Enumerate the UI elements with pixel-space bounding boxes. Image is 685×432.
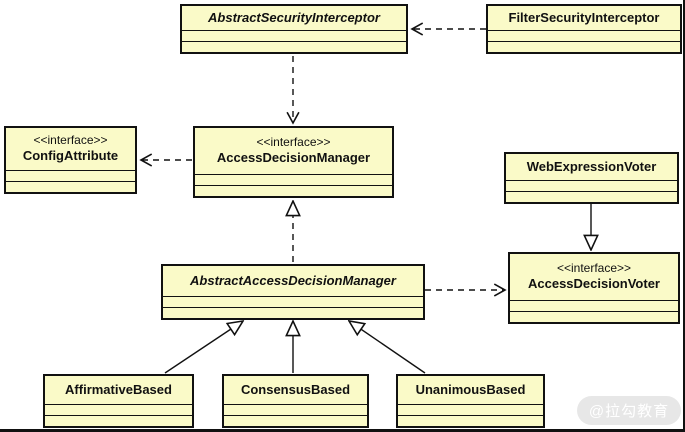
class-title: FilterSecurityInterceptor <box>488 6 680 30</box>
class-abstract-security-interceptor: AbstractSecurityInterceptor <box>180 4 408 54</box>
watermark-badge: @拉勾教育 <box>577 396 681 425</box>
class-abstract-access-decision-manager: AbstractAccessDecisionManager <box>161 264 425 320</box>
attributes-compartment <box>195 174 392 185</box>
stereotype-label: <<interface>> <box>556 261 632 276</box>
class-title: AffirmativeBased <box>45 376 192 404</box>
class-name: WebExpressionVoter <box>526 158 657 174</box>
attributes-compartment <box>45 404 192 415</box>
class-title: AbstractSecurityInterceptor <box>182 6 406 30</box>
methods-compartment <box>6 181 135 192</box>
class-name: AffirmativeBased <box>65 381 172 397</box>
attributes-compartment <box>182 30 406 41</box>
methods-compartment <box>182 41 406 52</box>
class-name: AbstractAccessDecisionManager <box>190 272 396 288</box>
class-title: AbstractAccessDecisionManager <box>163 266 423 296</box>
attributes-compartment <box>163 296 423 307</box>
class-name: ConsensusBased <box>240 381 351 397</box>
class-title: WebExpressionVoter <box>506 154 677 180</box>
attributes-compartment <box>506 180 677 191</box>
class-name: FilterSecurityInterceptor <box>508 9 660 25</box>
class-title: ConsensusBased <box>224 376 367 404</box>
interface-access-decision-voter: <<interface>> AccessDecisionVoter <box>508 252 680 324</box>
attributes-compartment <box>398 404 543 415</box>
class-unanimous-based: UnanimousBased <box>396 374 545 428</box>
methods-compartment <box>163 307 423 318</box>
class-web-expression-voter: WebExpressionVoter <box>504 152 679 204</box>
methods-compartment <box>195 185 392 196</box>
attributes-compartment <box>224 404 367 415</box>
class-name: ConfigAttribute <box>22 148 119 164</box>
interface-config-attribute: <<interface>> ConfigAttribute <box>4 126 137 194</box>
attributes-compartment <box>488 30 680 41</box>
class-title: UnanimousBased <box>398 376 543 404</box>
methods-compartment <box>488 41 680 52</box>
interface-access-decision-manager: <<interface>> AccessDecisionManager <box>193 126 394 198</box>
class-name: UnanimousBased <box>415 381 526 397</box>
methods-compartment <box>45 415 192 426</box>
generalization-affirmative-to-aadm <box>164 321 243 374</box>
stereotype-label: <<interface>> <box>256 135 331 150</box>
methods-compartment <box>510 311 678 322</box>
class-title: <<interface>> ConfigAttribute <box>6 128 135 170</box>
stereotype-label: <<interface>> <box>33 133 108 148</box>
class-name: AbstractSecurityInterceptor <box>208 9 380 25</box>
class-title: <<interface>> AccessDecisionManager <box>195 128 392 174</box>
methods-compartment <box>398 415 543 426</box>
methods-compartment <box>224 415 367 426</box>
methods-compartment <box>506 191 677 202</box>
class-consensus-based: ConsensusBased <box>222 374 369 428</box>
class-name: AccessDecisionVoter <box>528 276 660 292</box>
attributes-compartment <box>510 300 678 311</box>
attributes-compartment <box>6 170 135 181</box>
class-filter-security-interceptor: FilterSecurityInterceptor <box>486 4 682 54</box>
class-affirmative-based: AffirmativeBased <box>43 374 194 428</box>
class-title: <<interface>> AccessDecisionVoter <box>510 254 678 300</box>
class-name: AccessDecisionManager <box>216 150 371 166</box>
generalization-unanimous-to-aadm <box>349 321 426 374</box>
